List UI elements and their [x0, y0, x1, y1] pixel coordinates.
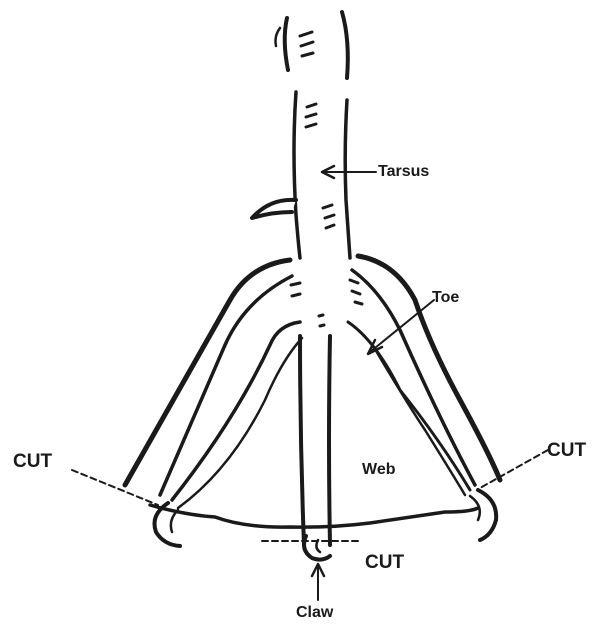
hind-toe: [252, 200, 296, 218]
web-label: Web: [362, 462, 395, 478]
cut-label-bottom: CUT: [365, 553, 404, 572]
toe-label: Toe: [432, 290, 459, 306]
tarsus-scales: [291, 32, 362, 326]
tarsus-arrow: [322, 166, 376, 178]
cut-line-left: [72, 470, 158, 505]
web-edge: [150, 505, 478, 527]
right-toe: [352, 256, 500, 485]
tarsus-label: Tarsus: [378, 164, 429, 180]
claw-label: Claw: [296, 605, 333, 621]
left-toe: [125, 260, 292, 495]
cut-label-right: CUT: [547, 441, 586, 460]
left-middle-toe: [172, 322, 302, 508]
claws: [155, 490, 497, 560]
cut-label-left: CUT: [13, 452, 52, 471]
claw-arrow: [312, 564, 324, 600]
tarsus-outline: [276, 12, 351, 258]
center-toe: [300, 336, 330, 545]
